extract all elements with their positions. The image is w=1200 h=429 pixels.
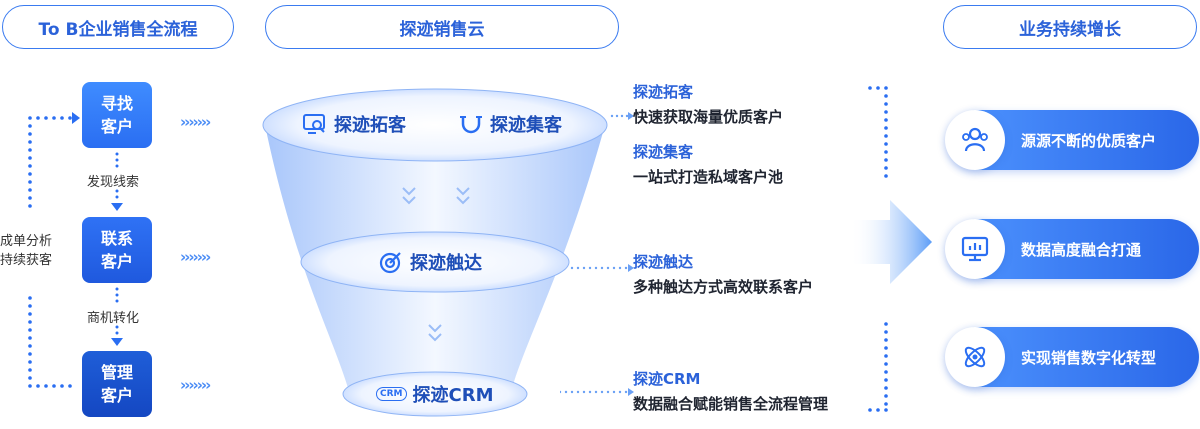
funnel-graphic [262,88,608,417]
transition-label-convert: 商机转化 [87,311,140,326]
target-icon [379,252,401,274]
result-digital-transformation: 实现销售数字化转型 [945,327,1199,387]
desc-text-collect: 一站式打造私域客户池 [633,168,784,186]
step-find-customer: 寻找 客户 [82,82,152,148]
step-line: 寻找 [100,94,133,113]
atom-icon [945,327,1005,387]
step-line: 客户 [100,117,133,136]
funnel-label-text: 探迹拓客 [334,115,406,136]
step-line: 联系 [100,229,133,248]
desc-text-crm: 数据融合赋能销售全流程管理 [633,395,829,413]
funnel-label-collect: 探迹集客 [458,111,562,137]
funnel-connectors [560,112,634,396]
chevron-arrows-icon: ››››››› [180,376,211,394]
product-header: 探迹销售云 [265,5,619,49]
loop-label-line: 持续获客 [0,253,53,268]
loop-label: 成单分析 持续获客 [0,232,52,270]
search-monitor-icon [303,114,325,134]
step-line: 客户 [100,252,133,271]
funnel-label-text: 探迹集客 [490,115,562,136]
result-quality-customers: 源源不断的优质客户 [945,110,1199,170]
desc-text-prospect: 快速获取海量优质客户 [633,108,784,126]
process-header: To B企业销售全流程 [2,5,234,49]
growth-header: 业务持续增长 [943,5,1197,49]
process-connectors [28,112,123,388]
funnel-label-text: 探迹触达 [410,253,482,274]
people-icon [945,110,1005,170]
desc-title-reach: 探迹触达 [633,253,694,271]
loop-label-line: 成单分析 [0,234,53,249]
funnel-label-reach: 探迹触达 [378,249,482,275]
result-label: 实现销售数字化转型 [1021,348,1157,367]
chevron-arrows-icon: ››››››› [180,248,211,266]
funnel-label-crm: CRM 探迹CRM [376,381,493,407]
desc-title-prospect: 探迹拓客 [633,83,694,101]
result-label: 源源不断的优质客户 [1021,131,1157,150]
growth-arrow [850,86,932,412]
step-line: 客户 [100,386,133,405]
desc-title-crm: 探迹CRM [633,370,701,388]
magnet-icon [460,116,482,134]
transition-label-discover: 发现线索 [87,175,140,190]
chevron-arrows-icon: ››››››› [180,113,211,131]
crm-icon: CRM [376,387,407,401]
result-label: 数据高度融合打通 [1021,240,1142,259]
desc-title-collect: 探迹集客 [633,143,694,161]
funnel-label-prospect: 探迹拓客 [302,111,406,137]
monitor-chart-icon [945,219,1005,279]
result-data-integration: 数据高度融合打通 [945,219,1199,279]
funnel-label-text: 探迹CRM [412,385,494,406]
step-line: 管理 [100,363,133,382]
desc-text-reach: 多种触达方式高效联系客户 [633,278,814,296]
step-contact-customer: 联系 客户 [82,217,152,283]
step-manage-customer: 管理 客户 [82,351,152,417]
